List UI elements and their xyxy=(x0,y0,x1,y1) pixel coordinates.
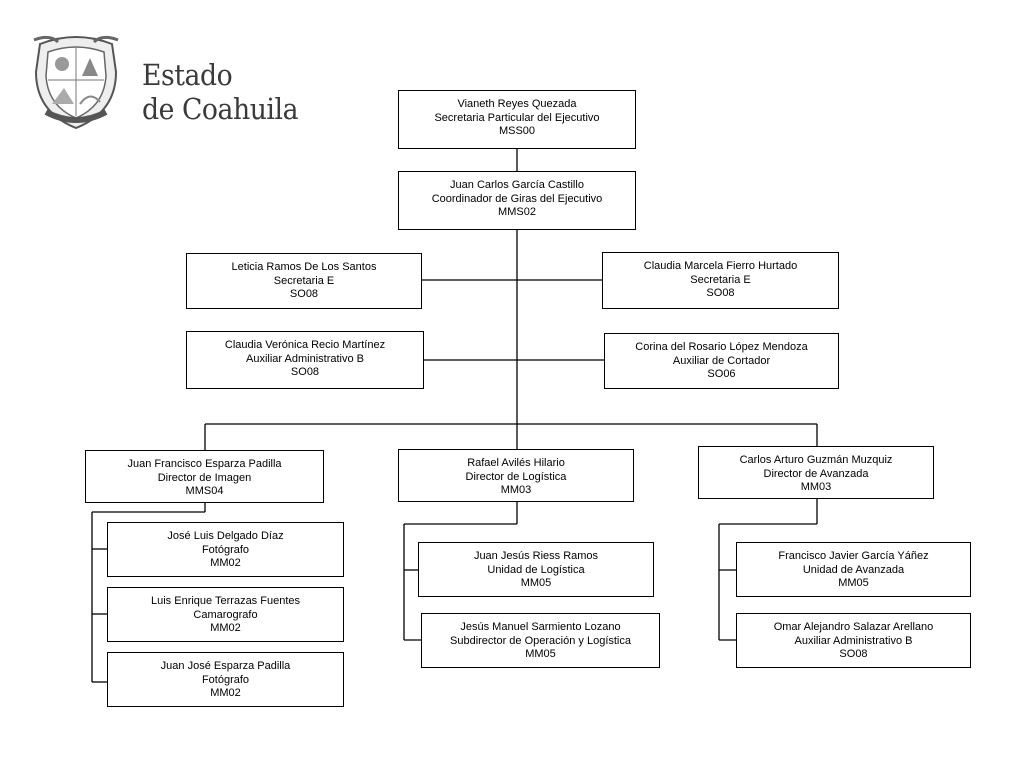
node-code: MM02 xyxy=(210,622,241,634)
node-director-logistica: Rafael Avilés Hilario Director de Logíst… xyxy=(398,449,634,502)
node-secretaria-particular: Vianeth Reyes Quezada Secretaria Particu… xyxy=(398,90,636,149)
node-code: MM02 xyxy=(210,557,241,569)
node-name: Juan José Esparza Padilla xyxy=(160,660,291,672)
node-name: Luis Enrique Terrazas Fuentes xyxy=(151,595,300,607)
node-title: Unidad de Avanzada xyxy=(802,563,905,576)
node-code: SO08 xyxy=(290,366,320,378)
brand-title: Estado de Coahuila xyxy=(142,58,298,126)
node-title: Fotógrafo xyxy=(201,673,250,686)
node-logistica-member-1: Juan Jesús Riess Ramos Unidad de Logísti… xyxy=(418,542,654,597)
brand-line-2: de Coahuila xyxy=(142,92,299,126)
node-code: MMS02 xyxy=(498,206,536,218)
node-title: Secretaria E xyxy=(273,274,335,287)
node-director-avanzada: Carlos Arturo Guzmán Muzquiz Director de… xyxy=(698,446,934,499)
node-title: Secretaria E xyxy=(690,273,751,286)
node-logistica-member-2: Jesús Manuel Sarmiento Lozano Subdirecto… xyxy=(421,613,660,668)
node-name: Omar Alejandro Salazar Arellano xyxy=(773,621,934,633)
node-title: Unidad de Logística xyxy=(487,563,585,576)
node-name: Claudia Verónica Recio Martínez xyxy=(224,339,386,351)
node-name: Jesús Manuel Sarmiento Lozano xyxy=(460,621,621,633)
node-title: Auxiliar Administrativo B xyxy=(246,352,364,365)
node-imagen-member-3: Juan José Esparza Padilla Fotógrafo MM02 xyxy=(107,652,344,707)
node-title: Secretaria Particular del Ejecutivo xyxy=(434,111,600,124)
node-title: Director de Logística xyxy=(465,470,567,483)
node-director-imagen: Juan Francisco Esparza Padilla Director … xyxy=(85,450,324,503)
node-name: Francisco Javier García Yáñez xyxy=(778,550,929,562)
node-name: Corina del Rosario López Mendoza xyxy=(635,341,808,353)
node-title: Fotógrafo xyxy=(201,543,250,556)
node-name: José Luis Delgado Díaz xyxy=(167,530,284,542)
node-name: Rafael Avilés Hilario xyxy=(467,457,565,469)
node-staff-right-1: Claudia Marcela Fierro Hurtado Secretari… xyxy=(602,252,839,309)
node-code: MM05 xyxy=(520,577,552,589)
node-code: MM02 xyxy=(210,687,241,699)
node-title: Subdirector de Operación y Logística xyxy=(450,634,631,647)
node-title: Auxiliar Administrativo B xyxy=(794,634,913,647)
node-code: SO08 xyxy=(839,648,868,660)
node-code: MM03 xyxy=(800,481,832,493)
node-title: Director de Imagen xyxy=(157,471,252,484)
node-name: Juan Francisco Esparza Padilla xyxy=(127,458,282,470)
node-code: SO08 xyxy=(706,287,735,299)
node-code: MM05 xyxy=(838,577,869,589)
node-title: Coordinador de Giras del Ejecutivo xyxy=(431,192,603,205)
node-code: MMS04 xyxy=(185,485,224,497)
node-code: SO06 xyxy=(707,368,736,380)
coat-of-arms-logo xyxy=(30,32,122,132)
node-name: Leticia Ramos De Los Santos xyxy=(231,261,377,273)
node-name: Juan Jesús Riess Ramos xyxy=(473,550,599,562)
node-name: Carlos Arturo Guzmán Muzquiz xyxy=(739,454,893,466)
node-code: MM03 xyxy=(500,484,532,496)
node-code: MM05 xyxy=(525,648,556,660)
node-staff-left-2: Claudia Verónica Recio Martínez Auxiliar… xyxy=(186,331,424,389)
node-avanzada-member-2: Omar Alejandro Salazar Arellano Auxiliar… xyxy=(736,613,971,668)
brand-line-1: Estado xyxy=(142,58,233,92)
node-code: SO08 xyxy=(289,288,319,300)
node-avanzada-member-1: Francisco Javier García Yáñez Unidad de … xyxy=(736,542,971,597)
node-code: MSS00 xyxy=(498,125,536,137)
node-staff-left-1: Leticia Ramos De Los Santos Secretaria E… xyxy=(186,253,422,309)
node-coordinador-giras: Juan Carlos García Castillo Coordinador … xyxy=(398,171,636,230)
node-name: Juan Carlos García Castillo xyxy=(450,179,584,191)
node-name: Vianeth Reyes Quezada xyxy=(457,98,577,110)
node-title: Camarografo xyxy=(193,608,258,621)
node-title: Director de Avanzada xyxy=(763,467,869,480)
node-name: Claudia Marcela Fierro Hurtado xyxy=(643,260,798,272)
node-title: Auxiliar de Cortador xyxy=(672,354,771,367)
node-staff-right-2: Corina del Rosario López Mendoza Auxilia… xyxy=(604,333,839,389)
node-imagen-member-1: José Luis Delgado Díaz Fotógrafo MM02 xyxy=(107,522,344,577)
node-imagen-member-2: Luis Enrique Terrazas Fuentes Camarograf… xyxy=(107,587,344,642)
